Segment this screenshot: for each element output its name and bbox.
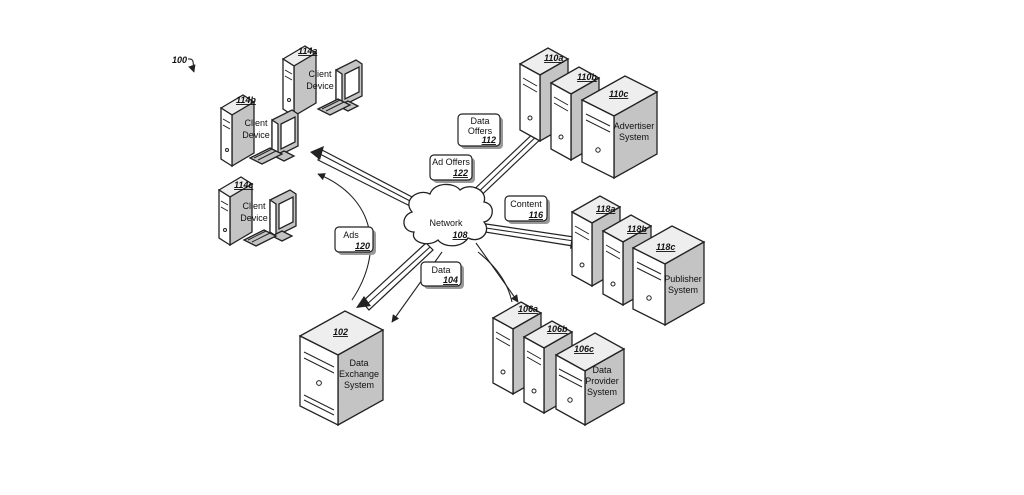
svg-text:Publisher: Publisher bbox=[664, 274, 702, 284]
network-ref: 108 bbox=[452, 230, 467, 240]
connector-network-dataprovider bbox=[475, 242, 519, 303]
advertiser-server-110c: 110c Advertiser System bbox=[580, 75, 659, 180]
network-cloud: Network 108 bbox=[403, 183, 493, 247]
connector-network-clients bbox=[310, 146, 415, 207]
svg-text:104: 104 bbox=[443, 275, 458, 285]
svg-text:Client: Client bbox=[242, 201, 266, 211]
svg-text:106a: 106a bbox=[518, 304, 538, 314]
svg-text:System: System bbox=[619, 132, 649, 142]
svg-text:Data: Data bbox=[349, 358, 368, 368]
svg-text:106c: 106c bbox=[574, 344, 594, 354]
svg-text:Ad Offers: Ad Offers bbox=[432, 157, 470, 167]
svg-text:114c: 114c bbox=[234, 180, 253, 190]
flow-tag-data-offers: Data Offers 112 bbox=[457, 113, 503, 149]
svg-text:Client: Client bbox=[244, 118, 268, 128]
svg-text:System: System bbox=[587, 387, 617, 397]
flow-tag-data: Data 104 bbox=[420, 261, 464, 289]
svg-text:110b: 110b bbox=[577, 72, 597, 82]
flow-tag-ads: Ads 120 bbox=[334, 226, 376, 255]
svg-text:System: System bbox=[344, 380, 374, 390]
svg-text:122: 122 bbox=[453, 168, 468, 178]
svg-text:106b: 106b bbox=[547, 324, 568, 334]
svg-text:100: 100 bbox=[172, 55, 187, 65]
svg-text:Advertiser: Advertiser bbox=[614, 121, 655, 131]
svg-text:102: 102 bbox=[333, 327, 348, 337]
connector-network-publisher bbox=[484, 223, 584, 249]
client-device-114c: 114c Client Device bbox=[217, 176, 297, 247]
svg-text:118a: 118a bbox=[596, 204, 615, 214]
data-provider-server-106c: 106c Data Provider System bbox=[554, 332, 626, 427]
svg-text:114b: 114b bbox=[236, 95, 256, 105]
figure-ref: 100 bbox=[172, 55, 196, 73]
svg-text:110a: 110a bbox=[544, 53, 563, 63]
svg-text:Ads: Ads bbox=[343, 230, 359, 240]
svg-text:118c: 118c bbox=[656, 242, 675, 252]
network-label: Network bbox=[429, 218, 463, 228]
svg-text:118b: 118b bbox=[627, 224, 647, 234]
svg-text:Data: Data bbox=[470, 116, 489, 126]
data-provider-system: 106a 106b 106c Data Provider System bbox=[491, 301, 626, 427]
publisher-system: 118a 118b 118c Publisher System bbox=[570, 195, 706, 327]
svg-text:Offers: Offers bbox=[468, 126, 493, 136]
flow-tag-ad-offers: Ad Offers 122 bbox=[429, 154, 475, 183]
svg-text:Device: Device bbox=[242, 130, 270, 140]
svg-text:116: 116 bbox=[529, 210, 544, 220]
svg-text:Data: Data bbox=[431, 265, 450, 275]
svg-text:Data: Data bbox=[592, 365, 611, 375]
svg-text:Device: Device bbox=[306, 81, 334, 91]
svg-text:Device: Device bbox=[240, 213, 268, 223]
svg-text:110c: 110c bbox=[609, 89, 628, 99]
svg-text:Provider: Provider bbox=[585, 376, 619, 386]
svg-text:Client: Client bbox=[308, 69, 332, 79]
svg-text:114a: 114a bbox=[298, 46, 317, 56]
svg-text:Exchange: Exchange bbox=[339, 369, 379, 379]
svg-text:112: 112 bbox=[482, 135, 496, 145]
client-device-114b: 114b Client Device bbox=[219, 94, 299, 168]
client-device-114a: 114a Client Device bbox=[281, 45, 363, 118]
advertiser-system: 110a 110b 110c Advertiser System bbox=[518, 47, 659, 180]
svg-text:120: 120 bbox=[355, 241, 370, 251]
data-exchange-system: 102 Data Exchange System bbox=[298, 310, 385, 427]
svg-text:Content: Content bbox=[510, 199, 542, 209]
flow-tag-content: Content 116 bbox=[504, 195, 550, 224]
svg-text:System: System bbox=[668, 285, 698, 295]
publisher-server-118c: 118c Publisher System bbox=[631, 225, 706, 327]
